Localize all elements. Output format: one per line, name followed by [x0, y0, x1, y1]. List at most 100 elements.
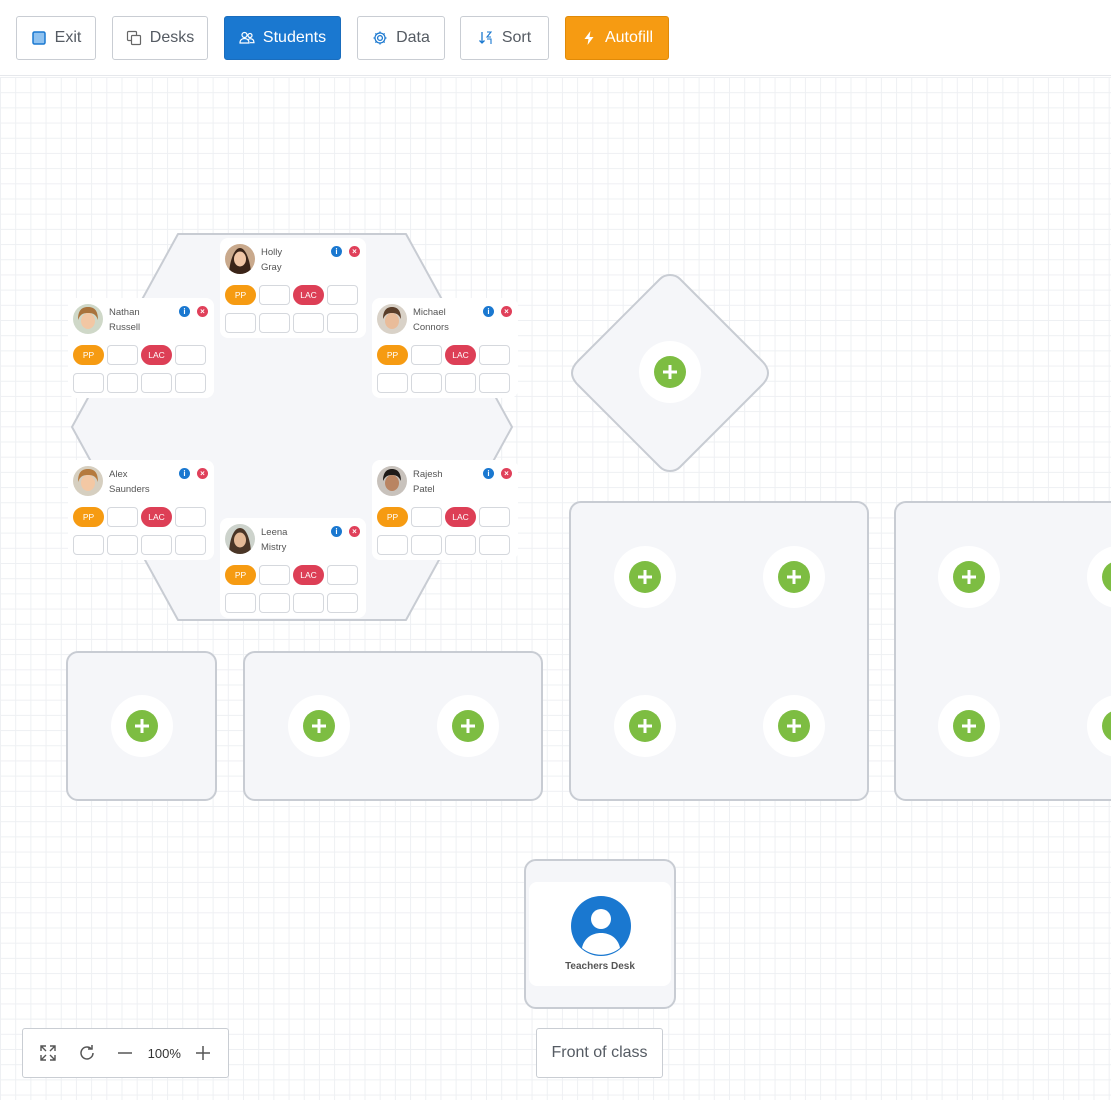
desks-button[interactable]: Desks [112, 16, 208, 60]
plus-icon [629, 710, 661, 742]
empty-tag [411, 507, 442, 527]
info-icon[interactable]: i [483, 468, 494, 479]
add-seat-button[interactable] [288, 695, 350, 757]
empty-tag [479, 507, 510, 527]
empty-tag [377, 373, 408, 393]
exit-button[interactable]: Exit [16, 16, 96, 60]
students-icon [239, 31, 255, 44]
empty-tag [293, 313, 324, 333]
info-icon[interactable]: i [331, 246, 342, 257]
plus-icon [126, 710, 158, 742]
group-desk[interactable] [894, 501, 1111, 801]
empty-tag [141, 535, 172, 555]
autofill-button[interactable]: Autofill [565, 16, 669, 60]
remove-icon[interactable]: × [197, 468, 208, 479]
add-seat-button[interactable] [614, 695, 676, 757]
students-button[interactable]: Students [224, 16, 341, 60]
empty-tag [107, 535, 138, 555]
zoom-in-button[interactable] [178, 1029, 228, 1077]
teacher-desk[interactable]: Teachers Desk [524, 859, 676, 1009]
info-icon[interactable]: i [179, 468, 190, 479]
add-seat-button[interactable] [437, 695, 499, 757]
lightning-icon [584, 31, 594, 45]
remove-icon[interactable]: × [501, 306, 512, 317]
plus-icon [778, 710, 810, 742]
data-label: Data [396, 29, 430, 46]
info-icon[interactable]: i [483, 306, 494, 317]
empty-tag [411, 345, 442, 365]
fit-screen-button[interactable] [23, 1029, 73, 1077]
info-icon[interactable]: i [179, 306, 190, 317]
pp-badge: PP [377, 345, 408, 365]
add-seat-button[interactable] [938, 695, 1000, 757]
empty-tag [175, 373, 206, 393]
remove-icon[interactable]: × [349, 246, 360, 257]
teacher-avatar-icon [571, 896, 631, 956]
sort-label: Sort [501, 29, 532, 46]
data-button[interactable]: Data [357, 16, 445, 60]
lac-badge: LAC [445, 507, 476, 527]
sort-button[interactable]: Sort [460, 16, 549, 60]
pp-badge: PP [225, 565, 256, 585]
empty-tag [479, 373, 510, 393]
add-seat-button[interactable] [614, 546, 676, 608]
remove-icon[interactable]: × [197, 306, 208, 317]
empty-tag [73, 535, 104, 555]
plus-icon [654, 356, 686, 388]
remove-icon[interactable]: × [349, 526, 360, 537]
plus-icon [953, 561, 985, 593]
add-seat-button[interactable] [639, 341, 701, 403]
empty-tag [411, 535, 442, 555]
empty-tag [259, 593, 290, 613]
empty-tag [411, 373, 442, 393]
plus-icon [452, 710, 484, 742]
add-seat-button[interactable] [111, 695, 173, 757]
desks-label: Desks [149, 29, 195, 46]
empty-tag [107, 373, 138, 393]
empty-tag [107, 507, 138, 527]
plus-icon [629, 561, 661, 593]
group-desk[interactable] [569, 501, 869, 801]
plus-icon [1102, 561, 1111, 593]
lac-badge: LAC [141, 345, 172, 365]
reset-zoom-button[interactable] [73, 1029, 101, 1077]
empty-tag [445, 535, 476, 555]
empty-tag [479, 345, 510, 365]
empty-tag [73, 373, 104, 393]
student-avatar [225, 524, 255, 554]
plus-icon [1102, 710, 1111, 742]
add-seat-button[interactable] [763, 546, 825, 608]
remove-icon[interactable]: × [501, 468, 512, 479]
zoom-level: 100% [147, 1045, 181, 1061]
empty-tag [327, 593, 358, 613]
empty-tag [225, 593, 256, 613]
empty-tag [259, 313, 290, 333]
empty-tag [107, 345, 138, 365]
pp-badge: PP [73, 345, 104, 365]
empty-tag [445, 373, 476, 393]
plus-icon [303, 710, 335, 742]
plus-icon [196, 1046, 211, 1060]
rotate-icon [79, 1045, 94, 1060]
expand-icon [40, 1045, 56, 1061]
autofill-label: Autofill [604, 29, 654, 46]
empty-tag [327, 285, 358, 305]
zoom-out-button[interactable] [101, 1029, 151, 1077]
empty-tag [293, 593, 324, 613]
pp-badge: PP [225, 285, 256, 305]
info-icon[interactable]: i [331, 526, 342, 537]
empty-tag [141, 373, 172, 393]
add-seat-button[interactable] [763, 695, 825, 757]
add-seat-button[interactable] [938, 546, 1000, 608]
gear-icon [373, 31, 387, 45]
